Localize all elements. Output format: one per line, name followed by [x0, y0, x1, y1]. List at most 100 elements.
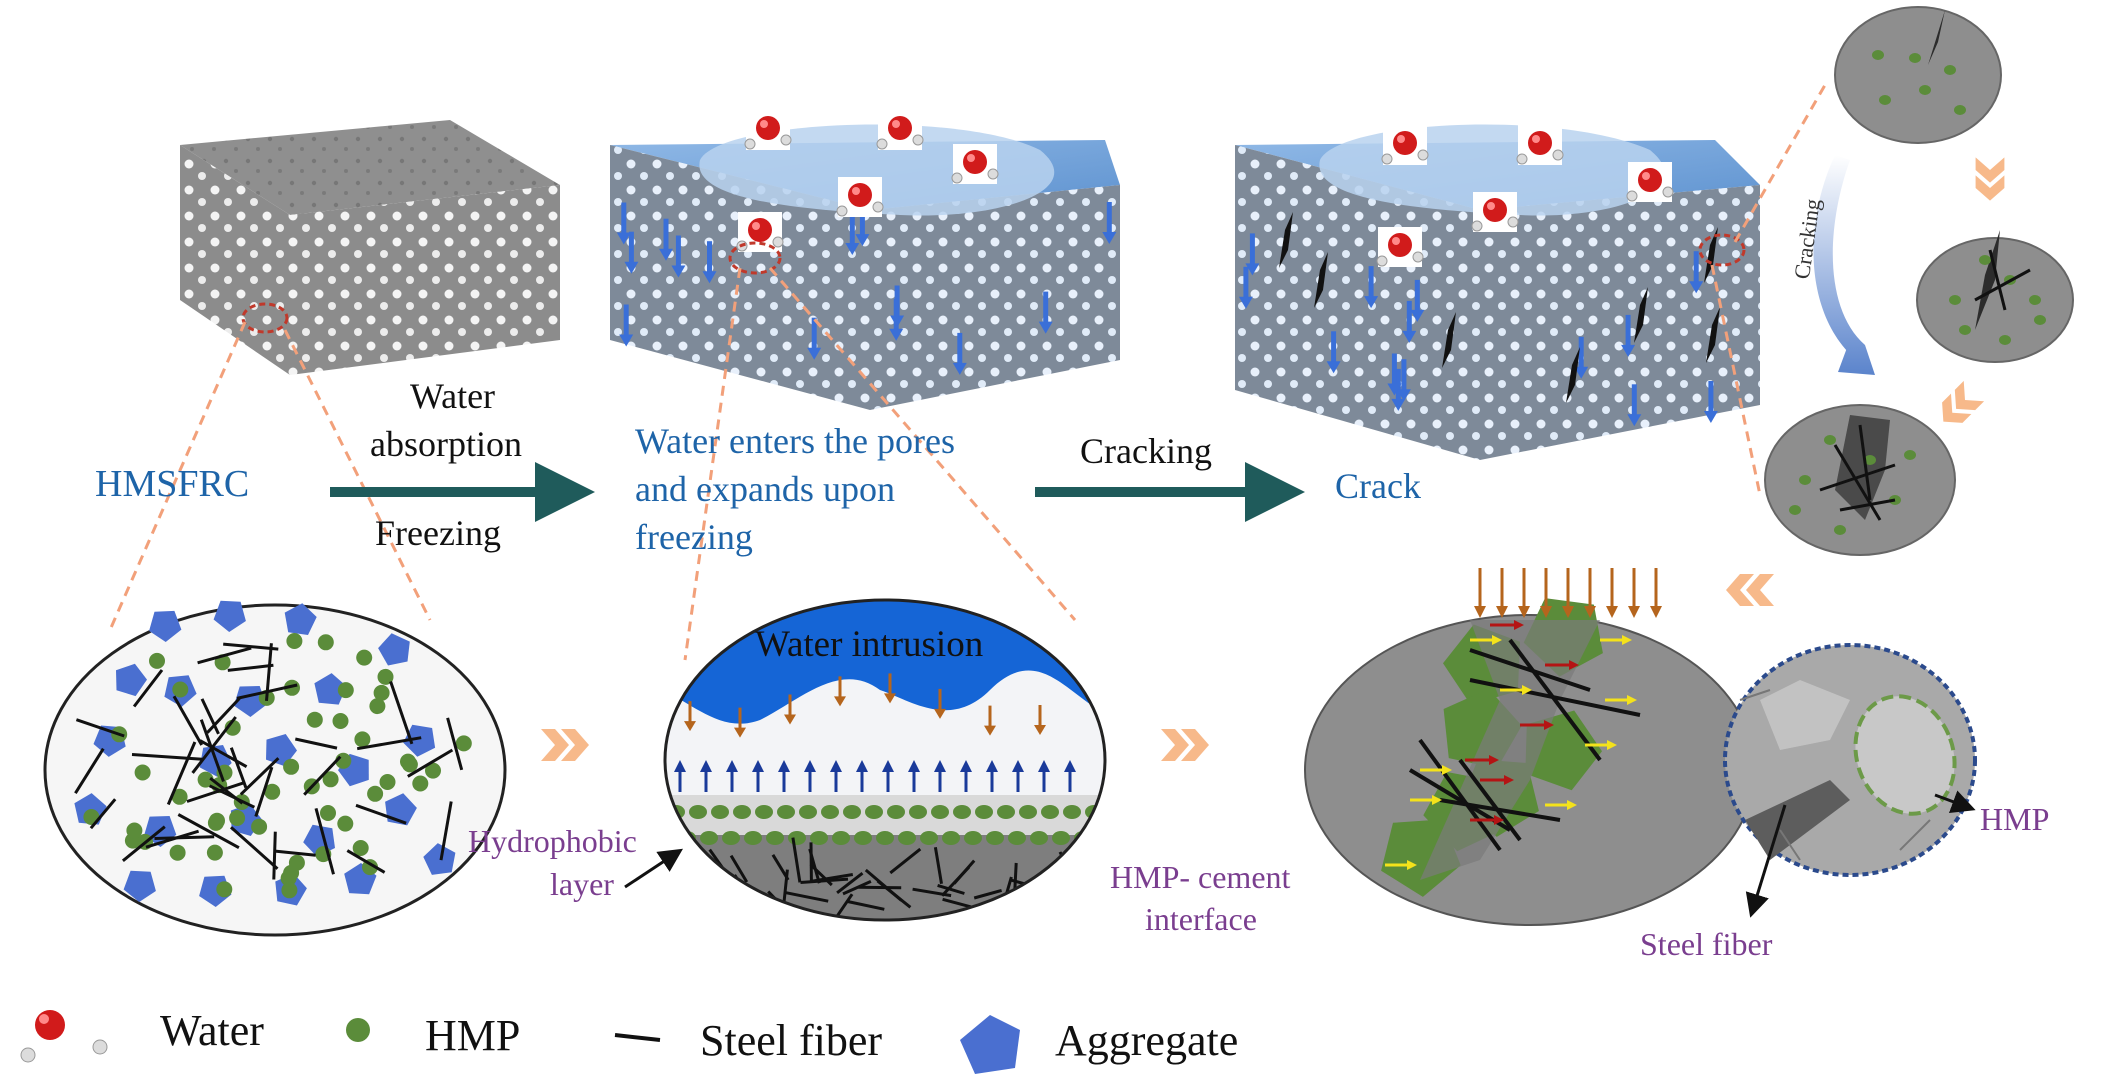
steel-fiber: [265, 643, 273, 702]
pressure-arrow-yellow-head: [1567, 800, 1577, 810]
legend-water-label: Water: [160, 1006, 264, 1055]
water-filled-block: [610, 110, 1120, 410]
chevron-part: [561, 729, 589, 761]
aggregate-particle: [123, 870, 156, 902]
load-arrow-head: [1628, 606, 1640, 618]
hmp-particle: [229, 810, 246, 826]
zoom-link-1: [108, 321, 432, 631]
cracking-progress-arrow: Cracking: [1789, 155, 1875, 375]
chevron-icon: [541, 729, 589, 761]
steel-fiber-pointer-label: Steel fiber: [1640, 926, 1773, 962]
steel-fiber: [1458, 758, 1522, 842]
hmp-particle: [1904, 450, 1916, 460]
hydrogen-atom: [1471, 220, 1483, 232]
water-flow-arrow-head: [1574, 366, 1589, 379]
hydrophobic-hmp: [810, 831, 828, 845]
steel-fiber: [823, 893, 854, 920]
pressure-arrow-yellow-head: [1627, 695, 1637, 705]
legend-steel-fiber-label: Steel fiber: [700, 1016, 883, 1065]
hmp-particle: [425, 762, 441, 779]
hmp-particle: [1979, 255, 1991, 265]
composition-oval: [43, 600, 507, 937]
aggregate-particle: [266, 734, 297, 767]
steel-fiber: [937, 883, 965, 895]
hmp-interface-oval: [1304, 568, 1756, 926]
aggregate-particle: [149, 610, 182, 642]
hmp-particle: [337, 682, 354, 699]
hydrogen-atom: [836, 205, 848, 217]
hmp-particle: [207, 814, 224, 831]
pressure-arrow-yellow-head: [1522, 685, 1532, 695]
hydrophobic-pointer-arrow: [624, 848, 684, 889]
water-molecule-highlight: [892, 120, 900, 128]
steel-fiber-icon: [614, 1033, 661, 1042]
hmp-particle: [379, 774, 396, 790]
steel-fiber: [389, 681, 414, 745]
hmp-particle: [251, 818, 268, 835]
expansion-arrow-head: [884, 693, 896, 704]
steel-fiber: [239, 757, 280, 796]
water-molecule: [1388, 233, 1412, 257]
water-molecule-highlight: [760, 120, 768, 128]
steel-fiber: [355, 803, 407, 825]
steel-fiber: [199, 719, 225, 783]
steel-fiber: [791, 837, 802, 883]
steel-fiber: [836, 872, 864, 894]
aggregate-particle: [116, 663, 147, 697]
hmsfrc-block: [180, 120, 560, 375]
pressure-arrow-yellow-head: [1492, 635, 1502, 645]
hmp-particle: [172, 681, 189, 698]
aggregate-particle: [378, 633, 410, 666]
hmp-pointer-arrow: [1934, 790, 1976, 813]
expansion-arrow-head: [984, 725, 996, 736]
steel-fiber: [294, 737, 338, 750]
uplift-arrow-head: [856, 760, 868, 772]
steel-fiber: [303, 755, 342, 796]
steel-fiber: [952, 859, 976, 885]
hmp-particle: [322, 771, 339, 788]
hydrogen-atom: [1507, 216, 1519, 228]
chevron-part: [1161, 729, 1189, 761]
uplift-arrow-head: [908, 760, 920, 772]
hmp-particle: [216, 881, 233, 898]
hydrogen-atom: [1412, 251, 1424, 263]
load-arrow-head: [1540, 606, 1552, 618]
pressure-arrow-yellow-head: [1442, 765, 1452, 775]
crack-stage-1: [1834, 6, 2002, 144]
crack-stage-3: [1764, 404, 1956, 556]
hydrogen-atom: [1516, 153, 1528, 165]
hmp-particle: [401, 756, 418, 773]
water-flow-arrow-head: [1245, 263, 1260, 276]
chevron-part: [1746, 574, 1774, 606]
legend-hmp-label: HMP: [425, 1011, 521, 1060]
water-flow-arrow-head: [1396, 389, 1411, 402]
water-molecule-highlight: [1487, 202, 1495, 210]
crack-mark: [1566, 347, 1580, 403]
hydrophobic-hmp: [832, 831, 850, 845]
steel-fiber: [729, 854, 749, 883]
hmp-particle: [356, 649, 373, 666]
hydrophobic-hmp: [722, 831, 740, 845]
chevron-part: [1726, 574, 1754, 606]
hmp-particle: [2034, 315, 2046, 325]
legend-icons: [20, 1010, 1020, 1074]
water-flow-arrow-head: [1402, 330, 1417, 343]
steel-fiber: [973, 888, 1003, 900]
steel-fiber: [166, 741, 197, 806]
uplift-arrow-head: [726, 760, 738, 772]
steel-fiber: [227, 663, 274, 672]
hmp-particle: [367, 785, 384, 802]
hmp-particle: [264, 783, 281, 800]
water-molecule-highlight: [1392, 237, 1400, 245]
expansion-arrow-head: [684, 721, 696, 732]
hydrophobic-hmp: [1052, 831, 1070, 845]
hmp-particle-icon: [346, 1018, 370, 1042]
expansion-arrow-head: [834, 696, 846, 707]
steel-fiber-pointer-arrow: [1745, 804, 1787, 918]
hydrogen-atom: [772, 236, 784, 248]
hydrophobic-hmp: [942, 831, 960, 845]
water-molecule: [888, 116, 912, 140]
hmp-particle: [1872, 50, 1884, 60]
pressure-arrow-yellow-head: [1432, 795, 1442, 805]
hmsfrc-label: HMSFRC: [95, 463, 250, 505]
